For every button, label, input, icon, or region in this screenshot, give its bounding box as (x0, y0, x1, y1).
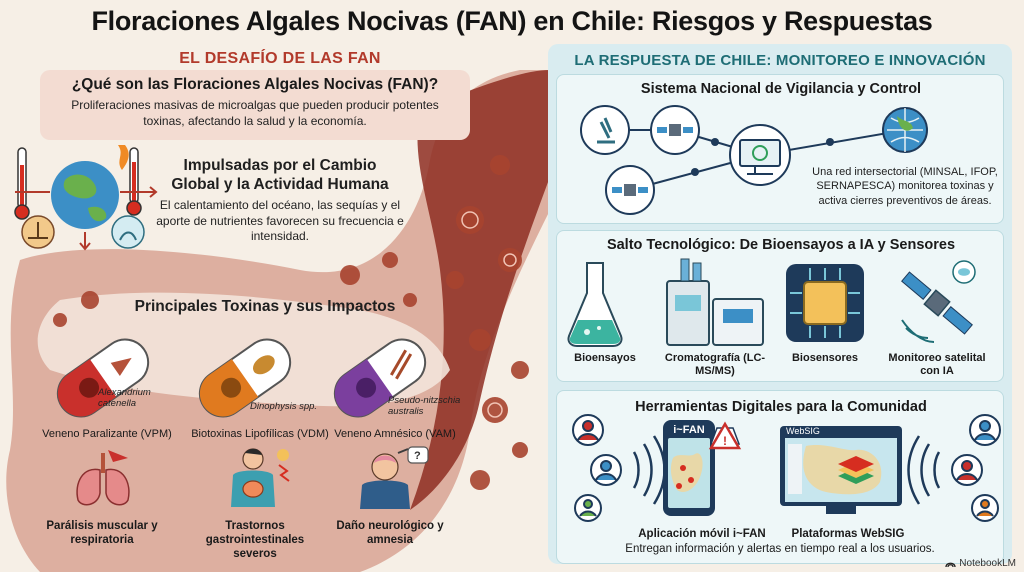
satellite-ai-icon (901, 260, 976, 343)
what-are-fan-box: ¿Qué son las Floraciones Algales Nocivas… (40, 70, 470, 140)
toxin-capsule-vdm-icon (198, 338, 292, 418)
community-users-right-icon (907, 414, 1001, 522)
websig-platform-icon (780, 426, 902, 514)
toxin-species-vam: Pseudo-nitzschia australis (388, 395, 461, 417)
brain-headache-icon: ? (360, 446, 429, 509)
notebooklm-logo-icon (945, 562, 956, 568)
tech-label-satellite-ai: Monitoreo satelital con IA (888, 352, 986, 378)
technology-title: Salto Tecnológico: De Bioensayos a IA y … (606, 237, 956, 253)
mobile-app-label: Aplicación móvil i~FAN (638, 528, 766, 540)
impact-vdm: Trastornos gastrointestinales severos (205, 520, 305, 560)
left-section-heading: EL DESAFÍO DE LAS FAN (179, 50, 381, 67)
biosensor-chip-icon (786, 264, 864, 342)
impact-vam: Daño neurológico y amnesia (336, 520, 444, 546)
websig-label: Plataformas WebSIG (791, 528, 905, 540)
right-section-heading: LA RESPUESTA DE CHILE: MONITOREO E INNOV… (574, 52, 986, 69)
impact-vpm: Parálisis muscular y respiratoria (46, 520, 158, 546)
page-title: Floraciones Algales Nocivas (FAN) en Chi… (91, 6, 933, 36)
brand-watermark: NotebookLM (945, 558, 1016, 569)
surveillance-title: Sistema Nacional de Vigilancia y Control (640, 81, 922, 97)
tech-label-biosensors: Biosensores (791, 352, 859, 364)
toxin-capsule-vam-icon (333, 338, 427, 418)
digital-tools-title: Herramientas Digitales para la Comunidad (635, 399, 927, 415)
what-are-fan-description: Proliferaciones masivas de microalgas qu… (71, 98, 439, 128)
mobile-app-screen-title: i~FAN (673, 424, 705, 436)
brand-name: NotebookLM (959, 558, 1016, 569)
flask-icon (567, 262, 623, 347)
digital-tools-note: Entregan información y alertas en tiempo… (625, 543, 935, 555)
toxin-label-vpm: Veneno Paralizante (VPM) (42, 428, 172, 440)
surveillance-network-diagram (580, 105, 928, 215)
toxin-species-vdm: Dinophysis spp. (250, 401, 318, 412)
tech-label-chromatography: Cromatografía (LC-MS/MS) (664, 352, 766, 378)
global-warming-illustration (14, 145, 158, 251)
drivers-title: Impulsadas por el Cambio Global y la Act… (171, 157, 389, 194)
mobile-app-icon: ! (663, 420, 742, 516)
stomach-pain-icon (231, 448, 290, 507)
what-are-fan-title: ¿Qué son las Floraciones Algales Nocivas… (71, 76, 439, 93)
svg-text:!: ! (723, 434, 727, 448)
surveillance-description: Una red intersectorial (MINSAL, IFOP, SE… (812, 166, 998, 207)
toxins-title: Principales Toxinas y sus Impactos (134, 298, 396, 315)
websig-screen-title: WebSIG (786, 426, 820, 436)
svg-text:?: ? (414, 450, 421, 462)
chromatography-machine-icon (666, 258, 764, 346)
community-users-left-icon (572, 414, 666, 522)
lungs-icon (76, 450, 130, 506)
tech-label-bioassays: Bioensayos (574, 352, 636, 364)
toxin-label-vam: Veneno Amnésico (VAM) (334, 428, 456, 440)
toxin-capsule-vpm-icon (56, 338, 150, 418)
toxin-label-vdm: Biotoxinas Lipofílicas (VDM) (191, 428, 329, 440)
toxin-species-vpm: Alexandrium catenella (98, 387, 151, 409)
drivers-description: El calentamiento del océano, las sequías… (156, 198, 404, 244)
